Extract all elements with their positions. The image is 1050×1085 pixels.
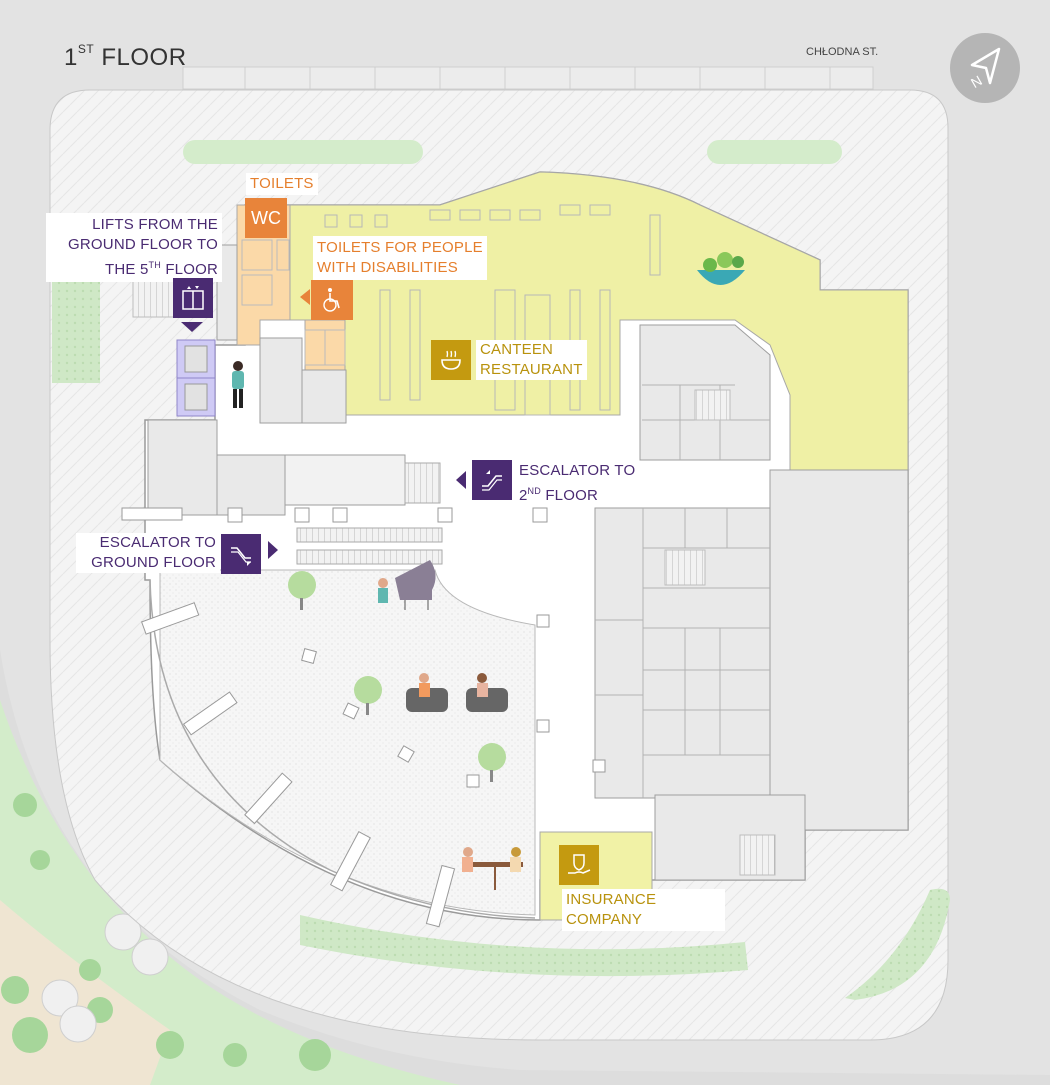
- wc-text: WC: [251, 207, 281, 228]
- floor-title: 1ST FLOOR: [64, 42, 187, 72]
- stairs-upper: [694, 389, 731, 421]
- disabled-label-line2: WITH DISABILITIES: [317, 259, 458, 276]
- escalator-up-pointer: [456, 471, 466, 489]
- green-strip-4: [845, 888, 950, 1000]
- escalator-down-label: ESCALATOR TO GROUND FLOOR: [76, 533, 220, 573]
- sidewalk-joints: [244, 67, 831, 89]
- disabled-pointer: [300, 289, 310, 305]
- insurance-label-line1: INSURANCE: [566, 891, 657, 908]
- lifts-label: LIFTS FROM THE GROUND FLOOR TO THE 5TH F…: [46, 213, 222, 282]
- park-area: [0, 700, 460, 1085]
- escalator-up-line2a: 2: [519, 487, 528, 504]
- escalator-down-line1: ESCALATOR TO: [99, 534, 216, 551]
- piano-icon: [378, 560, 436, 610]
- person-icon: [232, 361, 244, 408]
- canteen-label: CANTEEN RESTAURANT: [476, 340, 587, 380]
- escalator-up-sup: ND: [527, 486, 541, 496]
- green-strip-1: [183, 140, 423, 164]
- toilets-label-text: TOILETS: [246, 173, 318, 195]
- room-dividers: [595, 384, 770, 798]
- insurance-label: INSURANCE COMPANY: [562, 889, 725, 931]
- escalators: [296, 462, 443, 565]
- canteen-label-line1: CANTEEN: [480, 341, 554, 358]
- floor-number: 1: [64, 44, 78, 71]
- lift-pointer: [181, 322, 203, 332]
- escalator-down-pointer: [268, 541, 278, 559]
- insurance-hand-icon[interactable]: [559, 845, 599, 885]
- food-bowl-icon[interactable]: [431, 340, 471, 380]
- canteen-label-line2: RESTAURANT: [480, 361, 583, 378]
- compass-letter: N: [968, 72, 985, 91]
- lifts-label-line3: THE 5: [105, 261, 149, 278]
- floor-word: FLOOR: [101, 44, 187, 71]
- green-strip-3: [52, 278, 100, 383]
- escalator-down-icon[interactable]: [221, 534, 261, 574]
- disabled-toilets-label: TOILETS FOR PEOPLE WITH DISABILITIES: [313, 236, 487, 280]
- wc-icon[interactable]: WC: [245, 198, 287, 238]
- tree-icon: [288, 571, 506, 782]
- insurance-label-line2: COMPANY: [566, 911, 643, 928]
- compass-icon[interactable]: N: [950, 33, 1020, 103]
- lift-icon[interactable]: [173, 278, 213, 318]
- lifts-label-line2: GROUND FLOOR TO: [68, 236, 218, 253]
- lifts-label-line3b: FLOOR: [160, 261, 218, 278]
- wheelchair-icon[interactable]: [311, 280, 353, 320]
- green-strip-5: [300, 915, 748, 977]
- disabled-label-line1: TOILETS FOR PEOPLE: [317, 239, 483, 256]
- stairs-center: [664, 549, 706, 586]
- street-label: CHŁODNA ST.: [806, 46, 879, 58]
- stairs-lower: [739, 834, 776, 876]
- lifts-label-line1: LIFTS FROM THE: [92, 216, 218, 233]
- toilets-label: TOILETS: [246, 173, 318, 195]
- escalator-up-icon[interactable]: [472, 460, 512, 500]
- green-strip-2: [707, 140, 842, 164]
- pillars: [121, 507, 606, 928]
- cafe-table-icon: [462, 847, 523, 890]
- salad-icon: [697, 252, 745, 285]
- lifts-label-sup: TH: [148, 260, 161, 270]
- atrium-floor: [159, 569, 536, 916]
- sofa-icon: [406, 673, 508, 712]
- escalator-up-line2b: FLOOR: [540, 487, 598, 504]
- escalator-up-line1: ESCALATOR TO: [519, 462, 636, 479]
- service-rooms: [147, 244, 909, 881]
- toilet-stalls: [241, 239, 346, 366]
- floor-suffix: ST: [77, 42, 95, 56]
- parasols: [41, 913, 169, 1043]
- escalator-up-label: ESCALATOR TO 2ND FLOOR: [515, 461, 640, 506]
- sidewalk-top: [182, 66, 874, 90]
- escalator-down-line2: GROUND FLOOR: [91, 554, 216, 571]
